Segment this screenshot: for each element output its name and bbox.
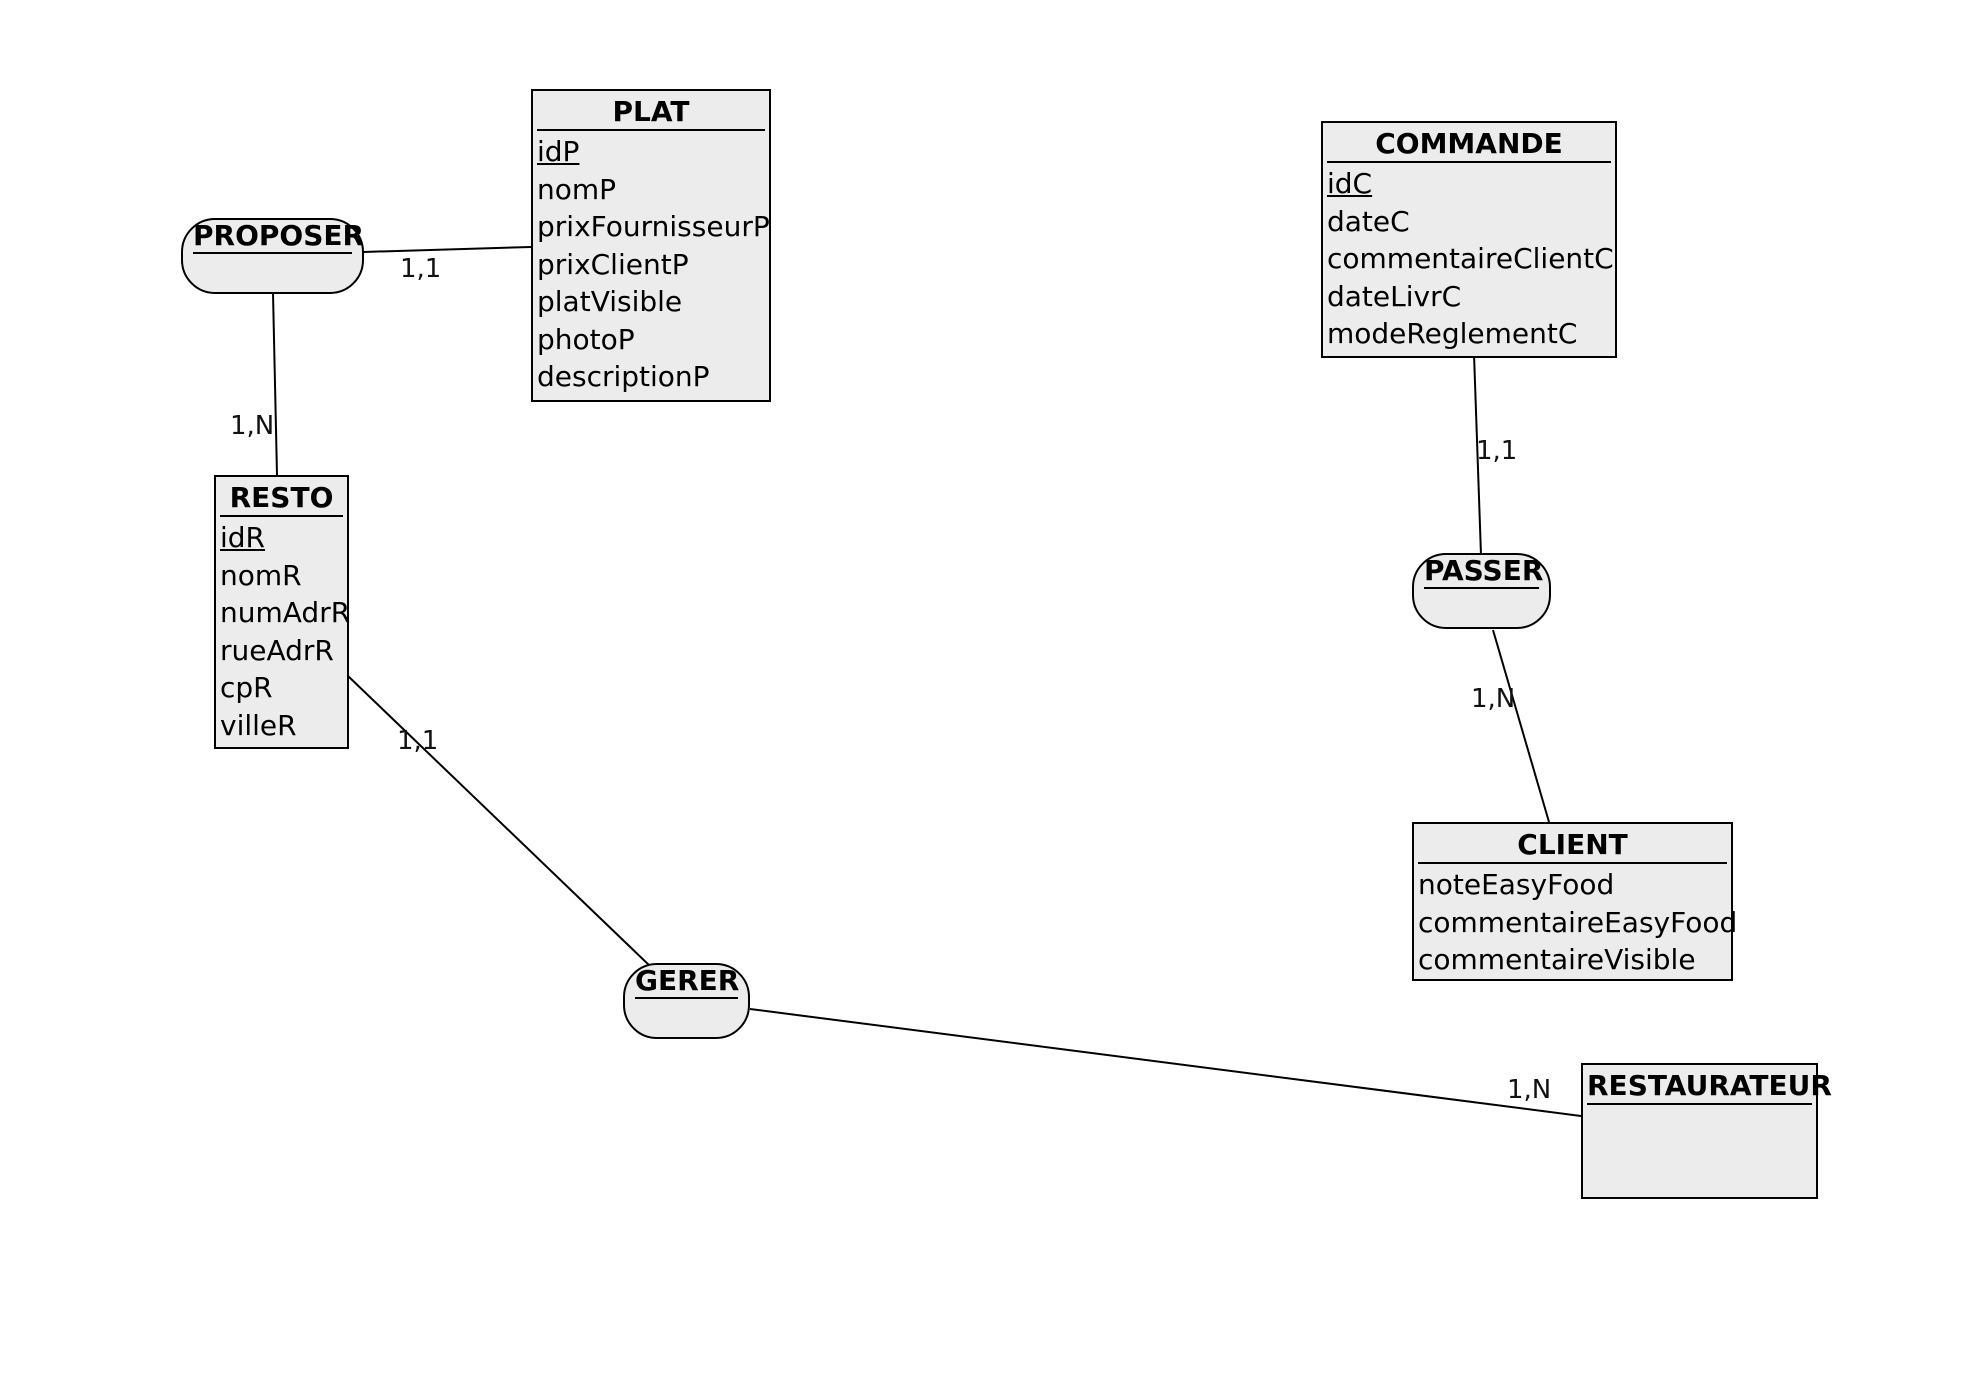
- cardinality-gerer-restaurateur: 1,N: [1507, 1075, 1552, 1105]
- attribute: rueAdrR: [220, 633, 334, 667]
- link-gerer-restaurateur: [749, 1008, 1582, 1117]
- attribute: platVisible: [537, 285, 683, 318]
- association-gerer: GERER: [623, 963, 750, 1039]
- link-proposer-plat: [362, 246, 532, 253]
- cardinality-gerer-resto: 1,1: [397, 726, 439, 756]
- association-passer: PASSER: [1412, 553, 1551, 629]
- attribute-list: idC dateC commentaireClientC dateLivrC m…: [1323, 163, 1615, 353]
- attribute: descriptionP: [537, 360, 710, 393]
- association-title: PASSER: [1424, 554, 1544, 589]
- cardinality-proposer-resto: 1,N: [230, 411, 275, 441]
- attribute: cpR: [220, 671, 273, 704]
- entity-restaurateur: RESTAURATEUR: [1581, 1063, 1832, 1199]
- association-title: PROPOSER: [193, 219, 365, 254]
- entity-title: RESTO: [220, 481, 343, 517]
- attribute-list: noteEasyFood commentaireEasyFood comment…: [1414, 864, 1738, 979]
- entity-client: CLIENT noteEasyFood commentaireEasyFood …: [1412, 822, 1738, 981]
- link-gerer-resto: [347, 675, 651, 967]
- link-proposer-resto: [272, 292, 278, 476]
- attribute: prixClientP: [537, 247, 689, 281]
- attribute: commentaireVisible: [1418, 943, 1696, 976]
- association-title: GERER: [635, 964, 740, 999]
- attribute: dateC: [1327, 204, 1410, 238]
- link-passer-commande: [1473, 353, 1482, 556]
- entity-title: CLIENT: [1418, 828, 1727, 864]
- primary-key-attribute: idR: [220, 521, 266, 554]
- association-proposer: PROPOSER: [181, 218, 364, 294]
- cardinality-passer-client: 1,N: [1471, 684, 1516, 714]
- attribute: numAdrR: [220, 596, 351, 629]
- attribute: noteEasyFood: [1418, 868, 1615, 901]
- attribute: commentaireClientC: [1327, 242, 1614, 275]
- attribute: nomR: [220, 558, 302, 592]
- primary-key-attribute: idP: [537, 135, 580, 168]
- attribute: villeR: [220, 708, 297, 742]
- attribute: prixFournisseurP: [537, 210, 770, 243]
- entity-resto: RESTO idR nomR numAdrR rueAdrR cpR ville…: [214, 475, 351, 749]
- cardinality-passer-commande: 1,1: [1476, 436, 1518, 466]
- primary-key-attribute: idC: [1327, 167, 1373, 200]
- attribute: dateLivrC: [1327, 279, 1462, 313]
- attribute: modeReglementC: [1327, 317, 1578, 350]
- entity-commande: COMMANDE idC dateC commentaireClientC da…: [1321, 121, 1617, 358]
- attribute: commentaireEasyFood: [1418, 905, 1738, 939]
- attribute: nomP: [537, 172, 617, 206]
- link-passer-client: [1492, 629, 1550, 823]
- entity-title: COMMANDE: [1327, 127, 1611, 163]
- attribute-list: idR nomR numAdrR rueAdrR cpR villeR: [216, 517, 351, 744]
- cardinality-proposer-plat: 1,1: [400, 254, 442, 284]
- entity-title: RESTAURATEUR: [1587, 1069, 1832, 1105]
- entity-title: PLAT: [537, 95, 765, 131]
- attribute: photoP: [537, 322, 635, 356]
- entity-plat: PLAT idP nomP prixFournisseurP prixClien…: [531, 89, 771, 402]
- attribute-list: idP nomP prixFournisseurP prixClientP pl…: [533, 131, 770, 396]
